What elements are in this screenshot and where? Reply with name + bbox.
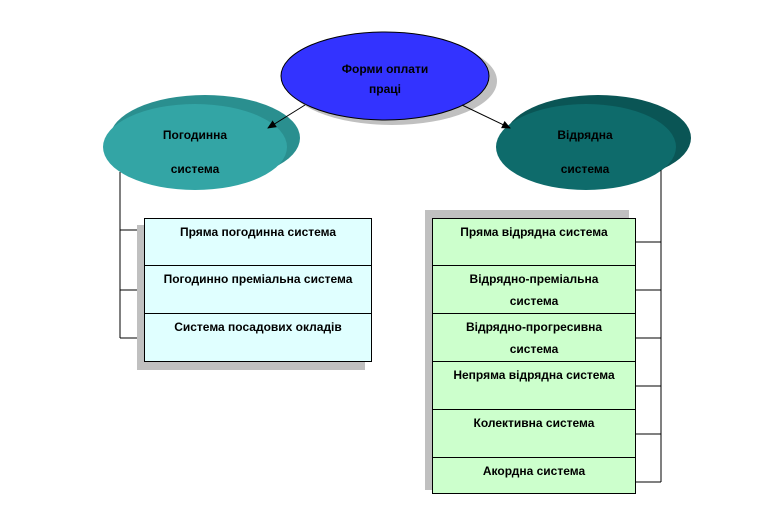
right-item-line1: Непряма відрядна система [453,368,615,382]
right-node-shape [496,104,676,190]
right-item-line1: Акордна система [482,464,586,478]
right-list-item: Акордна система [432,458,636,494]
right-item-line2: система [509,294,559,308]
right-item-line1: Пряма відрядна система [460,225,608,239]
left-node-line2: система [170,162,220,176]
root-node-shape [280,31,490,121]
right-node-label: Відрядна система [525,122,645,182]
arrow-to-right [461,104,511,129]
right-list-item: Непряма відрядна система [432,362,636,410]
left-list: Пряма погодинна система Погодинно преміа… [144,218,372,362]
right-list-item: Відрядно-преміальна система [432,266,636,314]
left-node-line1: Погодинна [162,128,228,142]
arrow-to-left [267,104,306,129]
left-node-label: Погодинна система [135,122,255,182]
right-list: Пряма відрядна система Відрядно-преміаль… [432,218,636,494]
right-item-line2: система [509,342,559,356]
right-list-item: Пряма відрядна система [432,218,636,266]
right-list-item: Відрядно-прогресивна система [432,314,636,362]
right-node-line1: Відрядна [557,128,613,142]
root-node-line1: Форми оплати [341,62,429,76]
right-item-line1: Відрядно-прогресивна [465,320,603,334]
right-item-line1: Колективна система [473,416,595,430]
left-node-shape [103,104,287,190]
right-list-item: Колективна система [432,410,636,458]
left-list-item: Система посадових окладів [144,314,372,362]
root-node-line2: праці [369,82,401,96]
root-node-label: Форми оплати праці [320,56,450,102]
left-list-item: Пряма погодинна система [144,218,372,266]
left-list-item: Погодинно преміальна система [144,266,372,314]
right-item-line1: Відрядно-преміальна [469,272,599,286]
right-node-line2: система [560,162,610,176]
